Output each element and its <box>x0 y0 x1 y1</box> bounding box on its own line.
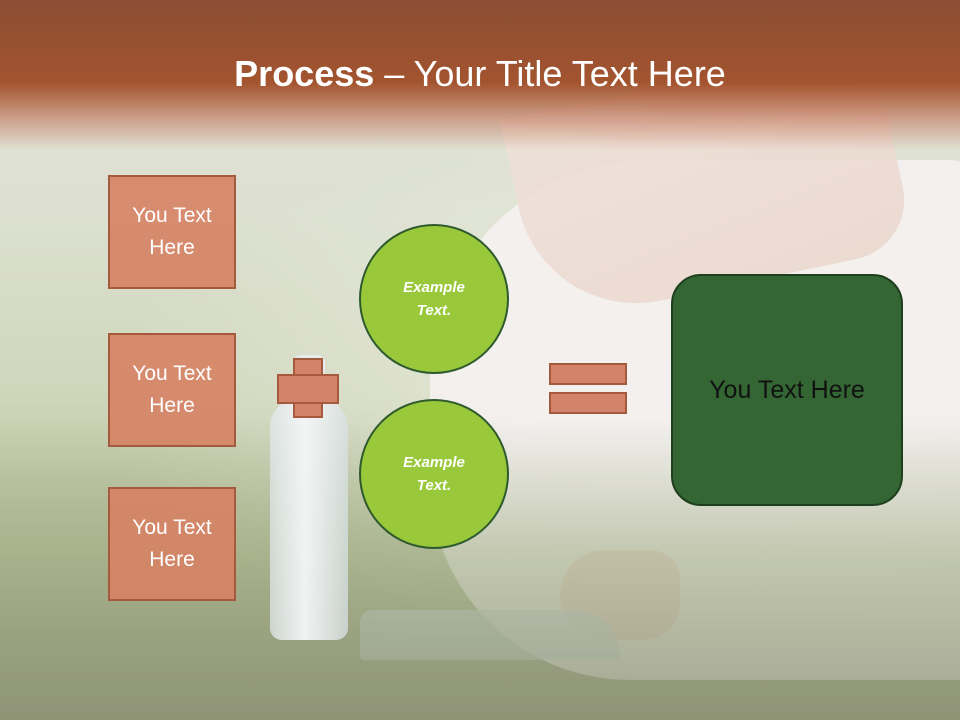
water-bottle <box>270 400 348 640</box>
title-rest: – Your Title Text Here <box>374 53 726 94</box>
result-label: You Text Here <box>709 375 865 404</box>
circle-label: Example Text. <box>403 279 465 319</box>
example-circle-1[interactable]: Example Text. <box>359 224 509 374</box>
result-box[interactable]: You Text Here <box>671 274 903 506</box>
title-bold: Process <box>234 53 375 94</box>
input-box-3[interactable]: You Text Here <box>108 487 236 601</box>
title-band <box>0 0 960 150</box>
input-box-label: You Text Here <box>132 516 212 571</box>
example-circle-2[interactable]: Example Text. <box>359 399 509 549</box>
circle-label: Example Text. <box>403 454 465 494</box>
input-box-label: You Text Here <box>132 362 212 417</box>
input-box-2[interactable]: You Text Here <box>108 333 236 447</box>
slide-title[interactable]: Process – Your Title Text Here <box>0 52 960 96</box>
input-box-1[interactable]: You Text Here <box>108 175 236 289</box>
input-box-label: You Text Here <box>132 204 212 259</box>
